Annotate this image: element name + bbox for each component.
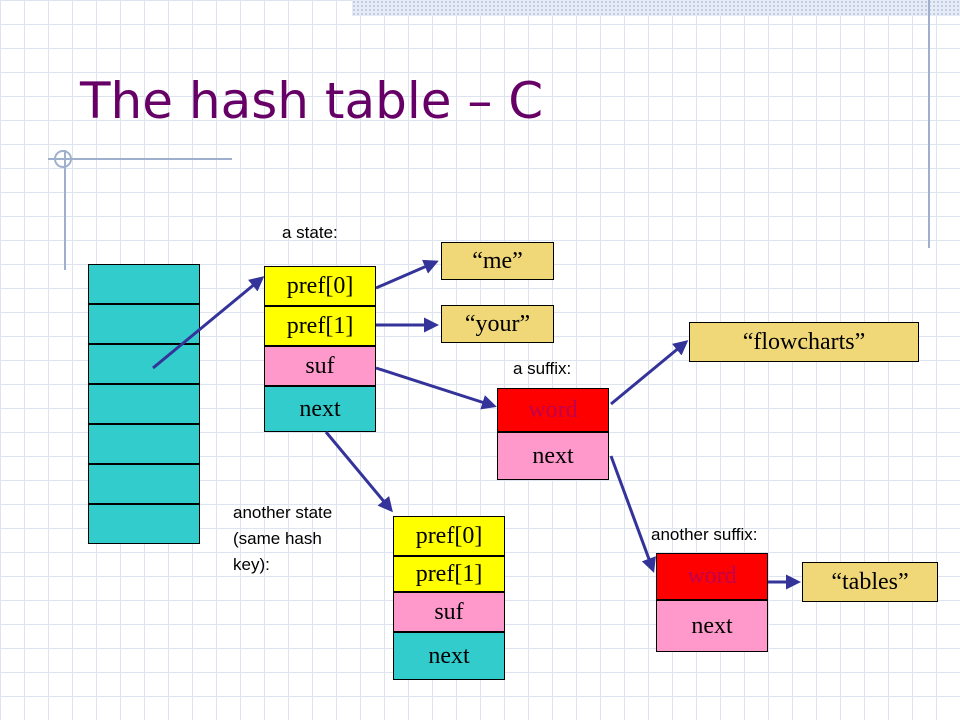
another-state-label-line: another state bbox=[233, 503, 333, 522]
hash-table-cell bbox=[88, 304, 200, 344]
state-suf-field: suf bbox=[264, 346, 376, 386]
right-decoration-line bbox=[928, 0, 930, 248]
hash-table-cell bbox=[88, 264, 200, 304]
arrow-word-to-flowcharts bbox=[610, 340, 689, 406]
another-state-label: another state (same hash key): bbox=[233, 500, 383, 578]
left-decoration-line bbox=[64, 150, 66, 270]
suffix-next-field: next bbox=[497, 432, 609, 480]
string-me: “me” bbox=[441, 242, 554, 280]
another-state-label-line: key): bbox=[233, 555, 270, 574]
another-suffix-word-field: word bbox=[656, 553, 768, 600]
another-state-pref0-field: pref[0] bbox=[393, 516, 505, 556]
another-suffix-next-field: next bbox=[656, 600, 768, 652]
another-state-label-line: (same hash bbox=[233, 529, 322, 548]
top-decoration-bar bbox=[352, 0, 960, 16]
arrow-next-to-another-state bbox=[324, 431, 393, 513]
another-suffix-label: another suffix: bbox=[651, 525, 758, 544]
string-flowcharts: “flowcharts” bbox=[689, 322, 919, 362]
hash-table-cell bbox=[88, 504, 200, 544]
another-state-pref1-field: pref[1] bbox=[393, 556, 505, 592]
arrow-suffix-next-to-another-suffix bbox=[609, 455, 656, 573]
state-label: a state: bbox=[282, 223, 338, 242]
state-next-field: next bbox=[264, 386, 376, 432]
hash-table-cell bbox=[88, 464, 200, 504]
arrow-pref0-to-me bbox=[375, 259, 439, 290]
another-state-next-field: next bbox=[393, 632, 505, 680]
hash-table-cell bbox=[88, 424, 200, 464]
hash-table-cell bbox=[88, 344, 200, 384]
decoration-circle bbox=[54, 150, 72, 168]
suffix-word-field: word bbox=[497, 388, 609, 432]
another-state-suf-field: suf bbox=[393, 592, 505, 632]
hash-table-cell bbox=[88, 384, 200, 424]
string-your: “your” bbox=[441, 305, 554, 343]
title-underline bbox=[48, 158, 232, 160]
state-pref1-field: pref[1] bbox=[264, 306, 376, 346]
arrow-hash-to-state bbox=[152, 276, 265, 370]
string-tables: “tables” bbox=[802, 562, 938, 602]
arrow-suf-to-suffix bbox=[375, 366, 497, 410]
suffix-label: a suffix: bbox=[513, 359, 572, 378]
state-pref0-field: pref[0] bbox=[264, 266, 376, 306]
slide-title: The hash table – C bbox=[80, 72, 544, 130]
